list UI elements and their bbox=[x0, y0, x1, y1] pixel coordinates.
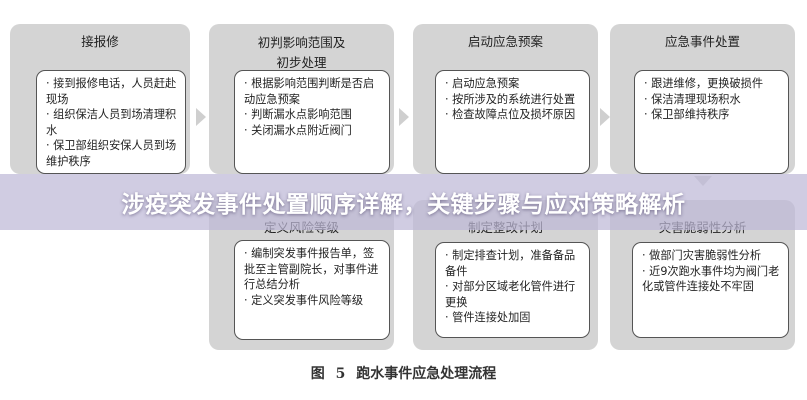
list-item: 判断漏水点影响范围 bbox=[244, 107, 382, 123]
list-item: 保卫部维持秩序 bbox=[644, 107, 781, 123]
list-item: 跟进维修，更换破损件 bbox=[644, 76, 781, 92]
list-item: 制定排查计划，准备备品备件 bbox=[445, 248, 582, 279]
list-item: 编制突发事件报告单，签批至主管副院长，对事件进行总结分析 bbox=[244, 246, 382, 293]
stage-box-risk-level: 编制突发事件报告单，签批至主管副院长，对事件进行总结分析 定义突发事件风险等级 bbox=[234, 240, 390, 340]
figure-caption: 图 5 跑水事件应急处理流程 bbox=[310, 366, 497, 382]
list-item: 检查故障点位及损坏原因 bbox=[445, 107, 582, 123]
list-item: 关闭漏水点附近阀门 bbox=[244, 123, 382, 139]
list-item: 接到报修电话，人员赶赴现场 bbox=[46, 76, 178, 107]
list-item: 按所涉及的系统进行处置 bbox=[445, 92, 582, 108]
headline-title: 涉疫突发事件处置顺序详解，关键步骤与应对策略解析 bbox=[121, 192, 686, 218]
stage-title: 应急事件处置 bbox=[664, 34, 740, 49]
flow-arrow-right-icon bbox=[600, 108, 610, 126]
list-item: 启动应急预案 bbox=[445, 76, 582, 92]
headline-banner: 涉疫突发事件处置顺序详解，关键步骤与应对策略解析 bbox=[0, 174, 807, 230]
list-item: 根据影响范围判断是否启动应急预案 bbox=[244, 76, 382, 107]
stage-title: 接报修 bbox=[81, 34, 119, 49]
list-item: 近9次跑水事件均为阀门老化或管件连接处不牢固 bbox=[642, 264, 781, 295]
stage-box-vulnerability-analysis: 做部门灾害脆弱性分析 近9次跑水事件均为阀门老化或管件连接处不牢固 bbox=[632, 242, 789, 338]
list-item: 组织保洁人员到场清理积水 bbox=[46, 107, 178, 138]
stage-box-emergency-handling: 跟进维修，更换破损件 保洁清理现场积水 保卫部维持秩序 bbox=[634, 70, 789, 174]
flow-arrow-right-icon bbox=[399, 108, 409, 126]
flow-arrow-right-icon bbox=[196, 108, 206, 126]
stage-box-report: 接到报修电话，人员赶赴现场 组织保洁人员到场清理积水 保卫部组织安保人员到场维护… bbox=[36, 70, 186, 174]
list-item: 定义突发事件风险等级 bbox=[244, 293, 382, 309]
stage-box-rectification-plan: 制定排查计划，准备备品备件 对部分区域老化管件进行更换 管件连接处加固 bbox=[435, 242, 590, 338]
list-item: 做部门灾害脆弱性分析 bbox=[642, 248, 781, 264]
stage-title-line-1: 初判影响范围及 bbox=[257, 35, 346, 50]
list-item: 保洁清理现场积水 bbox=[644, 92, 781, 108]
stage-title: 启动应急预案 bbox=[467, 34, 543, 49]
list-item: 管件连接处加固 bbox=[445, 310, 582, 326]
list-item: 保卫部组织安保人员到场维护秩序 bbox=[46, 138, 178, 169]
stage-box-initial-judgement: 根据影响范围判断是否启动应急预案 判断漏水点影响范围 关闭漏水点附近阀门 bbox=[234, 70, 390, 174]
stage-box-activate-plan: 启动应急预案 按所涉及的系统进行处置 检查故障点位及损坏原因 bbox=[435, 70, 590, 174]
list-item: 对部分区域老化管件进行更换 bbox=[445, 279, 582, 310]
stage-title-line-2: 初步处理 bbox=[276, 55, 327, 70]
